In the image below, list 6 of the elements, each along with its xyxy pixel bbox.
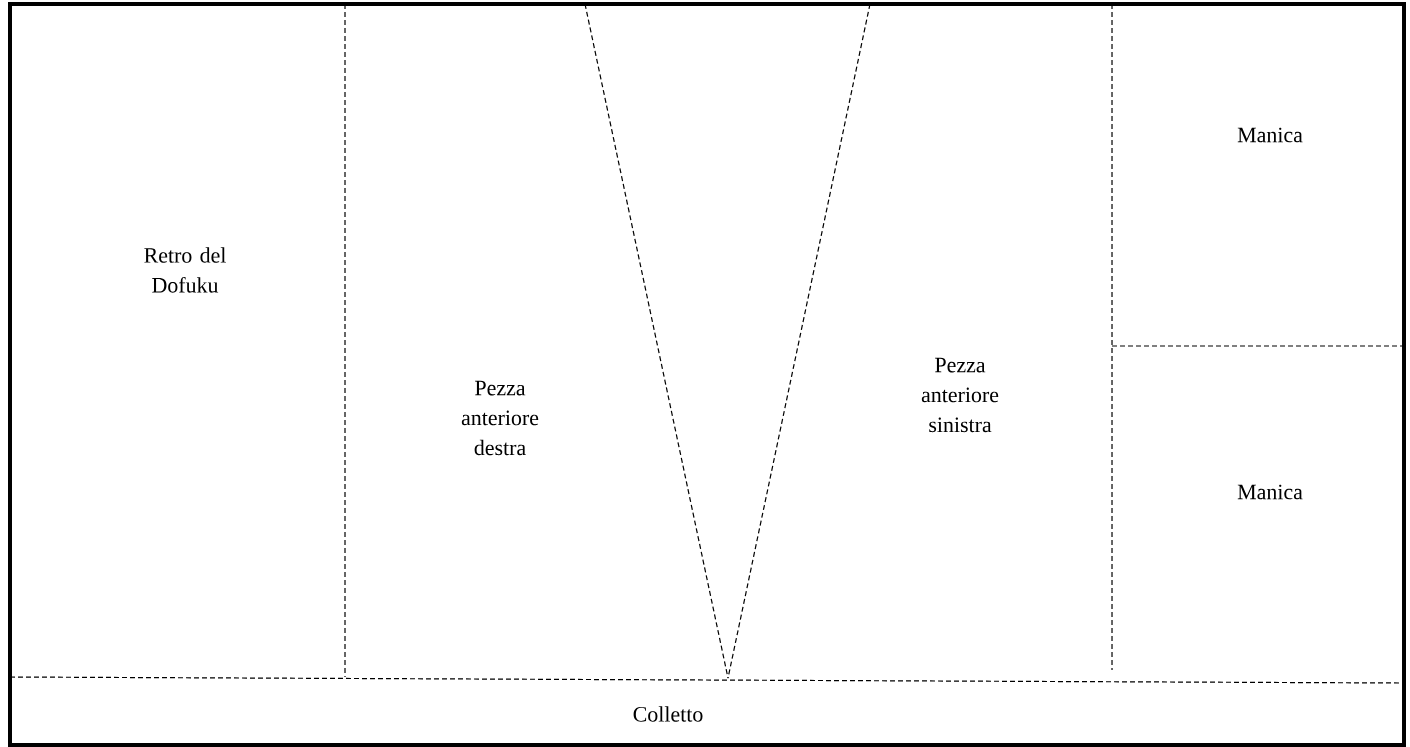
piece-label: Pezza anteriore destra [461,380,539,456]
piece-label: Pezza anteriore sinistra [921,357,999,433]
piece-label: Manica [1237,484,1303,500]
piece-label: Retro del Dofuku [144,247,226,293]
piece-label: Manica [1237,127,1303,143]
piece-label: Colletto [633,706,703,722]
